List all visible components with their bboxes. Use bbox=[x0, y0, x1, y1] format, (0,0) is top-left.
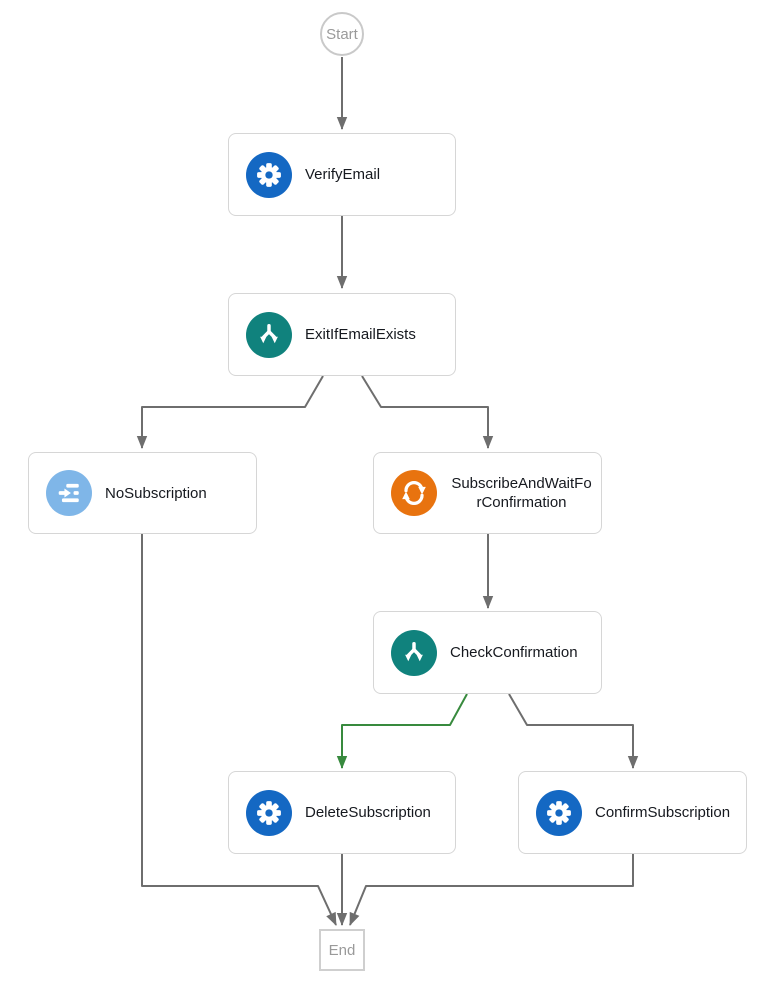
state-node-subscribeandwaitforconfirmation[interactable]: SubscribeAndWaitForConfirmation bbox=[373, 452, 602, 534]
state-node-checkconfirmation[interactable]: CheckConfirmation bbox=[373, 611, 602, 694]
end-node: End bbox=[319, 929, 365, 971]
pass-icon bbox=[46, 470, 92, 516]
edge-checkconfirmation-to-confirmsubscription bbox=[508, 693, 639, 769]
edge-exitifemailexists-to-nosubscription bbox=[136, 375, 324, 449]
edge-checkconfirmation-to-deletesubscription bbox=[336, 693, 468, 769]
state-label: VerifyEmail bbox=[305, 166, 381, 183]
state-node-deletesubscription[interactable]: DeleteSubscription bbox=[228, 771, 456, 854]
state-label: SubscribeAndWaitForConfirmation bbox=[451, 474, 592, 512]
edge-exitifemailexists-to-subscribeandwait bbox=[361, 375, 494, 449]
start-node: Start bbox=[320, 12, 364, 56]
edge-confirmsubscription-to-end bbox=[349, 854, 634, 926]
state-node-exitifemailexists[interactable]: ExitIfEmailExists bbox=[228, 293, 456, 376]
state-label: NoSubscription bbox=[105, 484, 207, 502]
state-label: ConfirmSubscription bbox=[595, 804, 731, 821]
edge-nosubscription-to-end bbox=[141, 534, 337, 926]
sync-icon bbox=[391, 470, 437, 516]
start-label: Start bbox=[326, 25, 358, 43]
state-label: ExitIfEmailExists bbox=[305, 326, 416, 343]
state-node-nosubscription[interactable]: NoSubscription bbox=[28, 452, 257, 534]
state-label: CheckConfirmation bbox=[450, 644, 578, 661]
gear-icon bbox=[246, 789, 292, 836]
gear-icon bbox=[536, 789, 582, 836]
gear-icon bbox=[246, 151, 292, 198]
branch-icon bbox=[391, 629, 437, 676]
state-node-verifyemail[interactable]: VerifyEmail bbox=[228, 133, 456, 216]
state-node-confirmsubscription[interactable]: ConfirmSubscription bbox=[518, 771, 747, 854]
end-label: End bbox=[328, 941, 356, 959]
branch-icon bbox=[246, 311, 292, 358]
state-label: DeleteSubscription bbox=[305, 804, 431, 821]
